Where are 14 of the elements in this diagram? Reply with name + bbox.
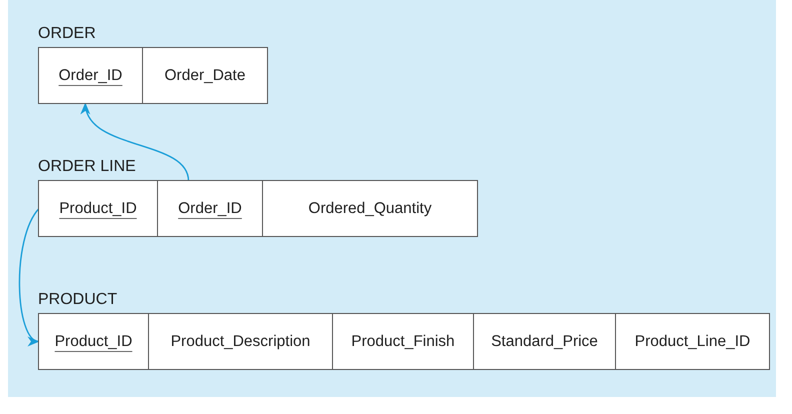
table-name: ORDER LINE [38,158,136,176]
key-attribute-cell: Product_ID [39,181,157,236]
attribute-cell: Ordered_Quantity [262,181,477,236]
attribute-cell: Product_Line_ID [615,314,769,369]
key-attribute-cell: Product_ID [39,314,148,369]
attribute-cell: Order_Date [142,48,267,103]
table-name: ORDER [38,25,96,43]
attribute-cell: Standard_Price [473,314,615,369]
key-attribute-cell: Order_ID [39,48,142,103]
attribute-cell: Product_Finish [332,314,473,369]
attribute-cell: Product_Description [148,314,332,369]
arrow [82,102,190,182]
key-attribute-cell: Order_ID [157,181,262,236]
table-name: PRODUCT [38,291,118,309]
